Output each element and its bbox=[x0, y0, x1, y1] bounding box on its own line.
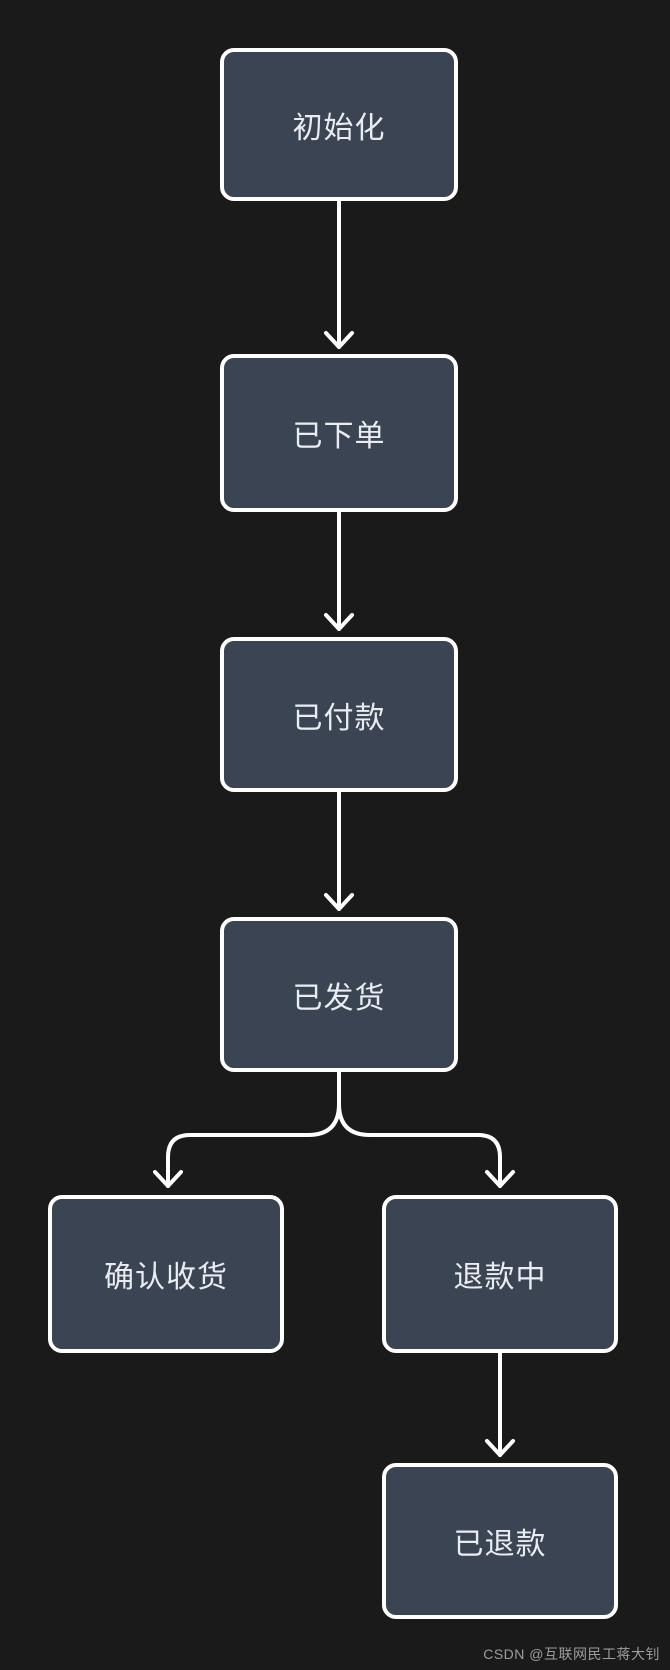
arrowhead-icon bbox=[485, 1170, 515, 1188]
arrowhead-icon bbox=[324, 331, 354, 349]
node-confirm-receipt: 确认收货 bbox=[48, 1195, 284, 1353]
node-paid: 已付款 bbox=[220, 637, 458, 792]
edge-line bbox=[166, 1070, 341, 1188]
edge-ordered-to-paid bbox=[324, 511, 354, 631]
edge-paid-to-shipped bbox=[324, 790, 354, 911]
edge-init-to-ordered bbox=[324, 199, 354, 349]
node-shipped: 已发货 bbox=[220, 917, 458, 1072]
edge-refunding-to-refunded bbox=[485, 1351, 515, 1457]
arrowhead-icon bbox=[485, 1439, 515, 1457]
edge-shipped-to-confirm-receipt bbox=[153, 1070, 341, 1188]
node-refunding-label: 退款中 bbox=[453, 1261, 547, 1294]
edge-shipped-to-refunding bbox=[337, 1070, 515, 1188]
arrowhead-icon bbox=[324, 893, 354, 911]
watermark: CSDN @互联网民工蒋大钊 bbox=[483, 1646, 660, 1662]
node-init: 初始化 bbox=[220, 48, 458, 201]
node-refunded-label: 已退款 bbox=[453, 1528, 547, 1561]
node-ordered: 已下单 bbox=[220, 354, 458, 512]
node-refunding: 退款中 bbox=[382, 1195, 618, 1353]
node-paid-label: 已付款 bbox=[292, 701, 386, 735]
node-shipped-label: 已发货 bbox=[292, 981, 386, 1015]
node-init-label: 初始化 bbox=[292, 111, 386, 145]
node-confirm-receipt-label: 确认收货 bbox=[104, 1261, 228, 1294]
edge-line bbox=[337, 1070, 502, 1188]
node-ordered-label: 已下单 bbox=[292, 420, 386, 453]
arrowhead-icon bbox=[324, 613, 354, 631]
node-refunded: 已退款 bbox=[382, 1463, 618, 1619]
arrowhead-icon bbox=[153, 1170, 183, 1188]
